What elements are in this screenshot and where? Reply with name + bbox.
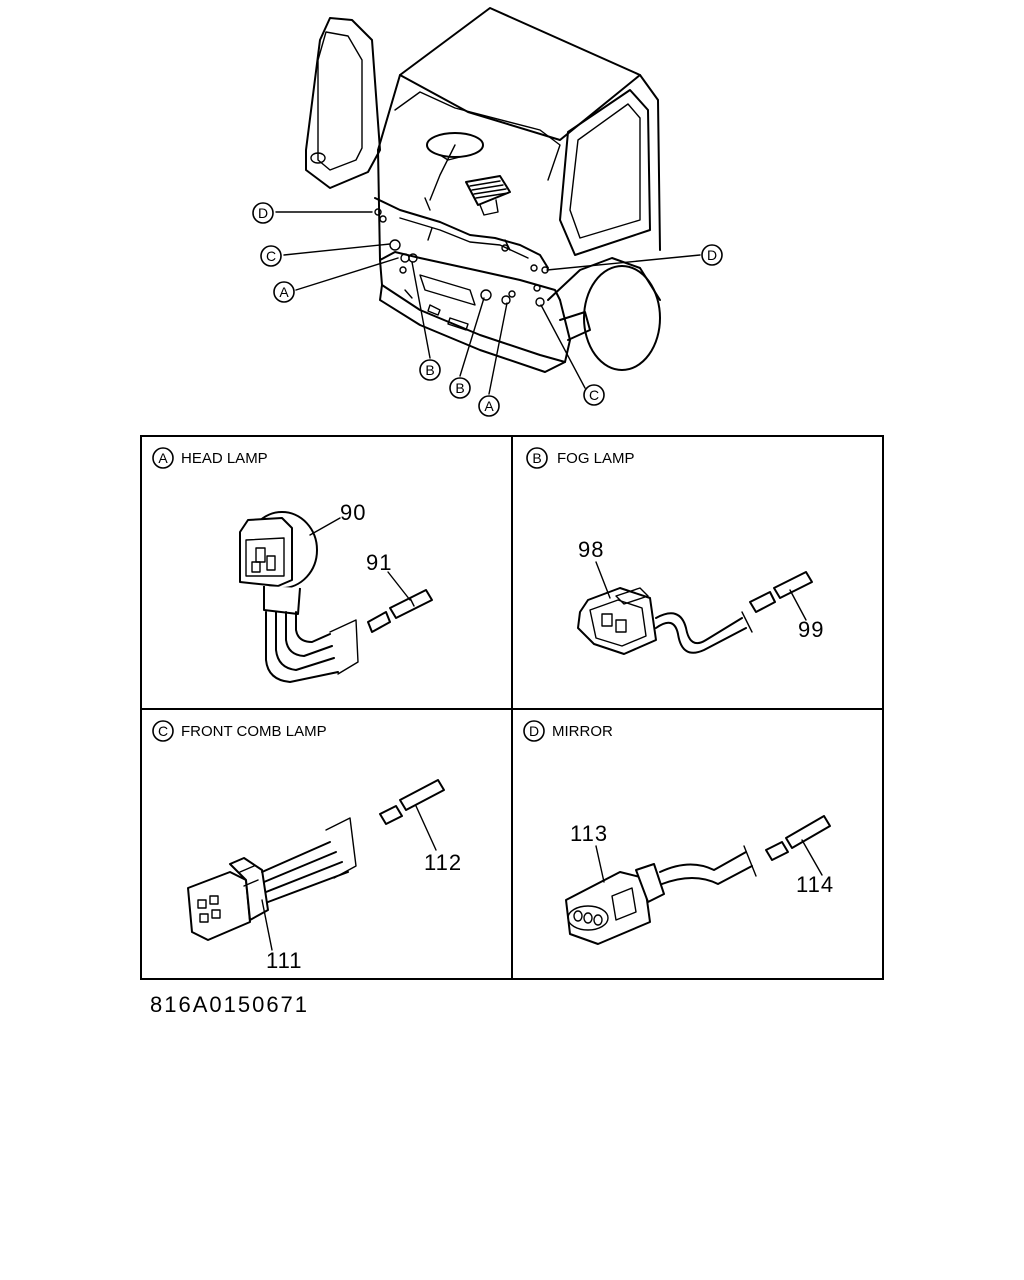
panel-d-letter: D: [523, 720, 545, 742]
panel-c-letter: C: [152, 720, 174, 742]
svg-text:B: B: [425, 362, 434, 378]
diagram-code: 816A0150671: [150, 992, 310, 1017]
panel-front-comb-lamp: C FRONT COMB LAMP 111 112: [152, 720, 462, 973]
svg-text:C: C: [266, 248, 276, 264]
part-number-98: 98: [578, 537, 604, 562]
callout-c-right: C: [583, 384, 605, 406]
fog-lamp-connector-illustration: [577, 561, 813, 655]
head-lamp-connector-illustration: [239, 511, 433, 683]
svg-text:D: D: [258, 205, 268, 221]
panel-d-title: MIRROR: [552, 723, 613, 740]
svg-text:D: D: [707, 247, 717, 263]
svg-text:C: C: [158, 723, 168, 739]
svg-text:A: A: [158, 450, 168, 466]
svg-text:B: B: [455, 380, 464, 396]
panel-fog-lamp: B FOG LAMP 98 99: [526, 447, 824, 655]
panel-a-letter: A: [152, 447, 174, 469]
panel-b-title: FOG LAMP: [557, 450, 635, 467]
callout-a-low: A: [478, 395, 500, 417]
callout-b-low1: B: [419, 359, 441, 381]
panel-head-lamp: A HEAD LAMP 90 91: [152, 447, 433, 683]
part-number-113: 113: [570, 821, 608, 846]
detail-grid: [140, 435, 884, 980]
callout-d-left: D: [252, 202, 274, 224]
svg-text:A: A: [484, 398, 494, 414]
panel-c-title: FRONT COMB LAMP: [181, 723, 327, 740]
part-number-90: 90: [340, 500, 366, 525]
callout-d-right: D: [701, 244, 723, 266]
truck-cab-overview: D C A B B A D C: [252, 7, 723, 417]
svg-text:B: B: [532, 450, 541, 466]
part-number-91: 91: [366, 550, 392, 575]
part-number-112: 112: [424, 850, 462, 875]
svg-text:D: D: [529, 723, 539, 739]
callout-c-left: C: [260, 245, 282, 267]
front-comb-lamp-connector-illustration: [187, 779, 445, 951]
panel-mirror: D MIRROR 113 114: [523, 720, 834, 945]
mirror-connector-illustration: [565, 815, 831, 945]
panel-b-letter: B: [526, 447, 548, 469]
callout-b-low2: B: [449, 377, 471, 399]
part-number-99: 99: [798, 617, 824, 642]
svg-text:A: A: [279, 284, 289, 300]
svg-text:C: C: [589, 387, 599, 403]
panel-a-title: HEAD LAMP: [181, 450, 268, 467]
part-number-114: 114: [796, 872, 834, 897]
part-number-111: 111: [266, 948, 302, 973]
callout-a-left: A: [273, 281, 295, 303]
